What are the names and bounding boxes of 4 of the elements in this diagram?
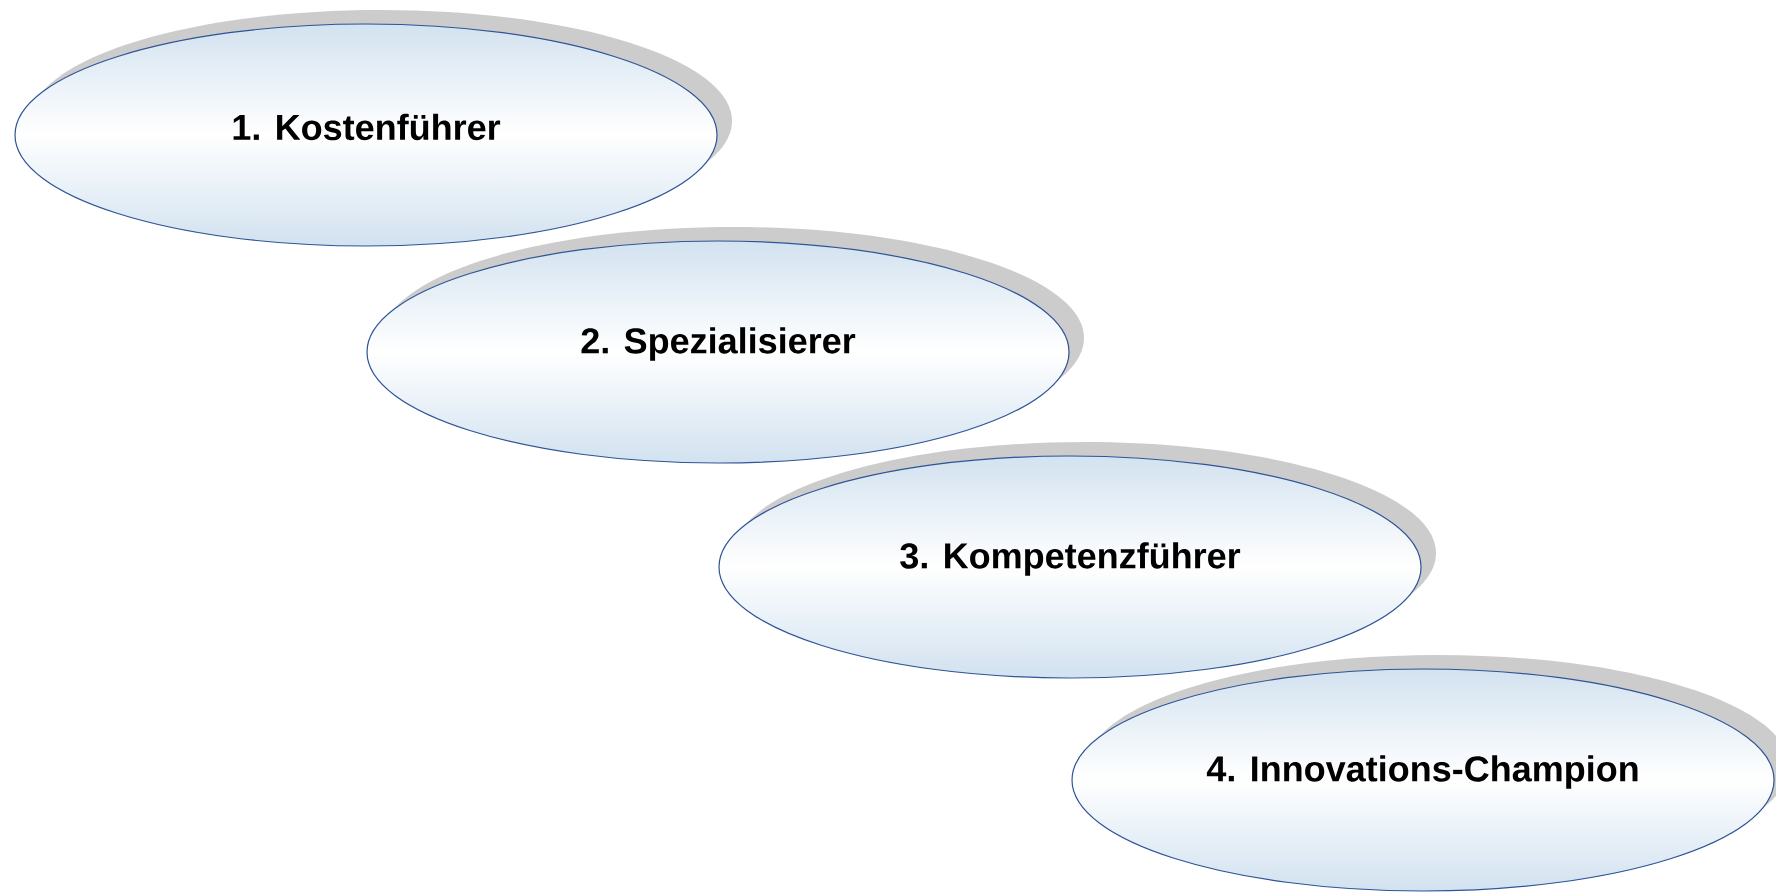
ellipse-box: 3. Kompetenzführer bbox=[718, 442, 1436, 679]
ellipse-box: 2. Spezialisierer bbox=[366, 227, 1084, 464]
ellipse-box: 4. Innovations-Champion bbox=[1071, 655, 1776, 892]
ellipse-box: 1. Kostenführer bbox=[14, 10, 732, 247]
